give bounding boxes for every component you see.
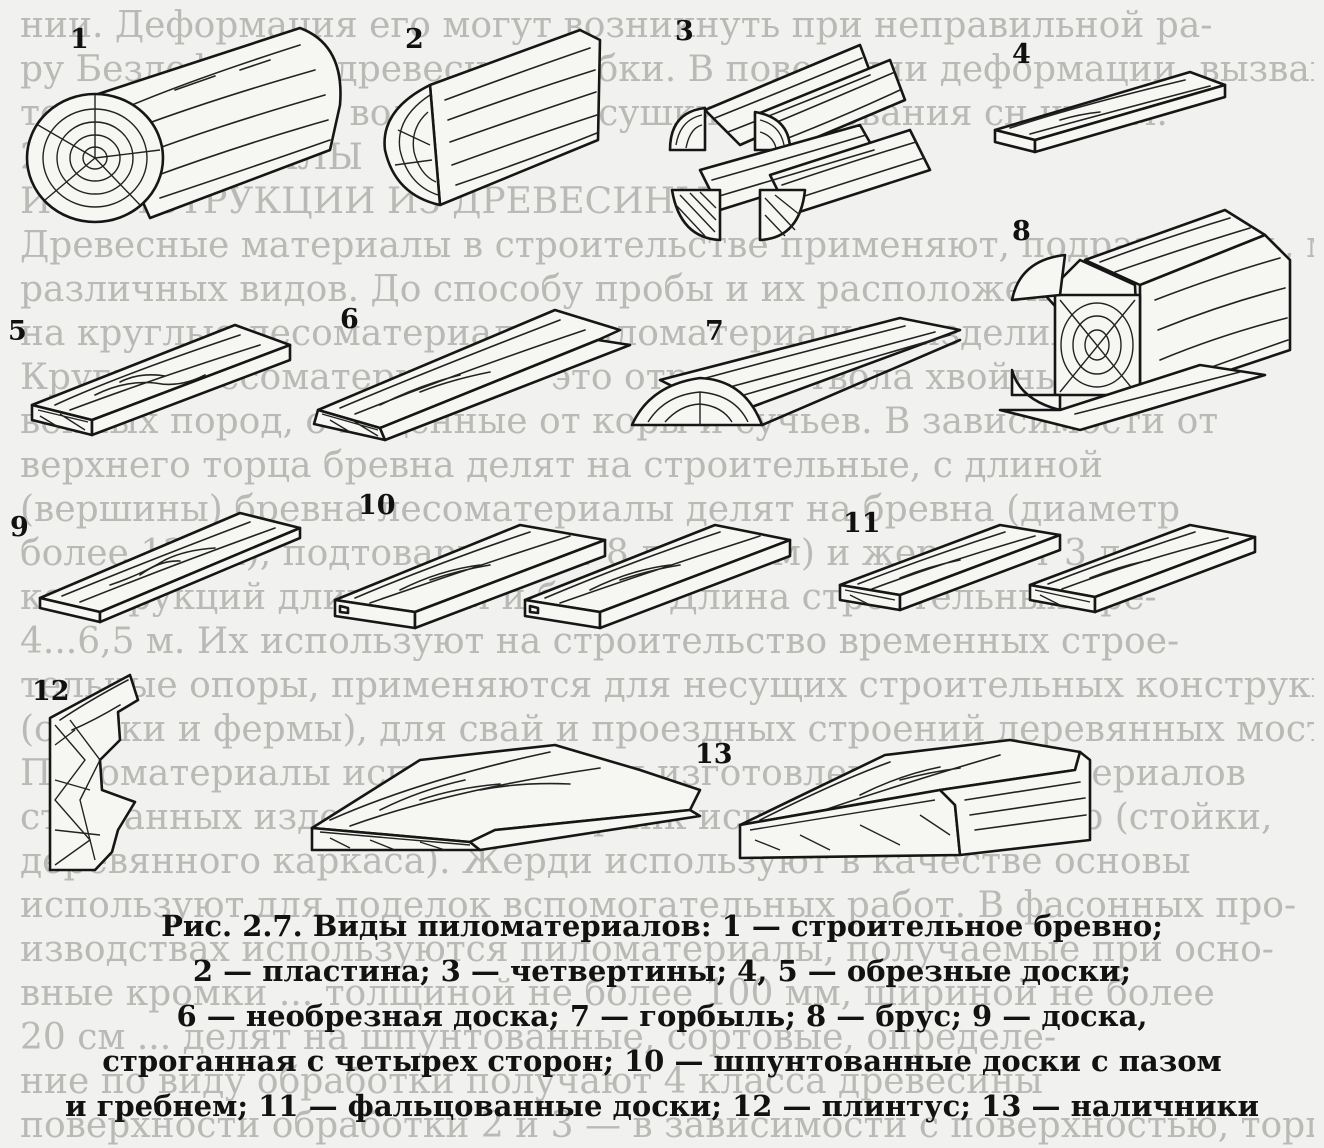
- label-1: 1: [70, 24, 89, 55]
- item-4-edged-board: 4: [993, 39, 1227, 154]
- gorbyl-end-face: [630, 376, 764, 427]
- item-6-unedged-board: 6: [312, 304, 632, 442]
- bleed-through-line: венных пород, очищенные от коры и сучьев…: [20, 401, 1219, 442]
- caption-line-3: 6 — необрезная доска; 7 — горбыль; 8 — б…: [176, 999, 1148, 1033]
- label-11: 11: [843, 508, 881, 539]
- bleed-through-line: вные кромки ... толщиной не более 100 мм…: [20, 973, 1215, 1014]
- label-8: 8: [1012, 216, 1031, 247]
- bleed-through-line: используют для поделок вспомогательных р…: [20, 885, 1297, 926]
- label-12: 12: [32, 676, 70, 707]
- label-5: 5: [8, 316, 27, 347]
- bleed-through-line: различных видов. До способу пробы и их р…: [20, 269, 1097, 310]
- bleed-through-line: ние по виду обработки получают 4 класса …: [20, 1061, 1043, 1102]
- label-4: 4: [1012, 39, 1031, 70]
- bleed-through-line: верхнего торца бревна делят на строитель…: [20, 445, 1104, 486]
- caption-line-1: Рис. 2.7. Виды пиломатериалов: 1 — строи…: [161, 909, 1163, 943]
- label-7: 7: [705, 316, 724, 347]
- item-1-log: 1: [25, 24, 342, 224]
- item-10-tongue-groove-boards: 10: [333, 490, 792, 630]
- item-5-edged-board: 5: [8, 316, 292, 437]
- label-13: 13: [695, 739, 733, 770]
- label-6: 6: [340, 304, 359, 335]
- item-2-slab: 2: [383, 24, 602, 207]
- caption-line-5: и гребнем; 11 — фальцованные доски; 12 —…: [65, 1089, 1259, 1123]
- label-3: 3: [675, 16, 694, 47]
- label-10: 10: [358, 490, 396, 521]
- caption-line-4: строганная с четырех сторон; 10 — шпунто…: [102, 1044, 1222, 1078]
- bleed-through-line: 20 см ... делят на шпунтованные, сортовы…: [20, 1017, 1057, 1058]
- item-13-nalichniki-left: [310, 743, 702, 852]
- item-8-beam: 8: [998, 208, 1292, 432]
- item-7-gorbyl: 7: [630, 316, 962, 427]
- label-9: 9: [10, 512, 29, 543]
- bleed-through-line: тельные опоры, применяются для несущих с…: [20, 665, 1314, 706]
- bleed-through-line: (стойки и фермы), для свай и проездных с…: [20, 709, 1314, 750]
- slab-end-face: [383, 83, 442, 207]
- bleed-through-line: изводствах используются пиломатериалы, п…: [20, 929, 1274, 970]
- item-9-planed-board: 9: [10, 511, 302, 624]
- item-12-plintus: 12: [32, 673, 140, 872]
- item-11-rebated-boards: 11: [838, 508, 1257, 614]
- lumber-types-figure: 1 2 3 4 5: [8, 16, 1292, 872]
- label-2: 2: [405, 24, 424, 55]
- item-13-nalichniki-right: 13: [695, 738, 1092, 860]
- item-3-quarters: 3: [668, 16, 932, 242]
- bleed-through-line: нии. Деформация его могут возникнуть при…: [20, 5, 1213, 46]
- caption-line-2: 2 — пластина; 3 — четвертины; 4, 5 — обр…: [192, 954, 1132, 988]
- figure-caption: Рис. 2.7. Виды пиломатериалов: 1 — строи…: [20, 904, 1304, 1129]
